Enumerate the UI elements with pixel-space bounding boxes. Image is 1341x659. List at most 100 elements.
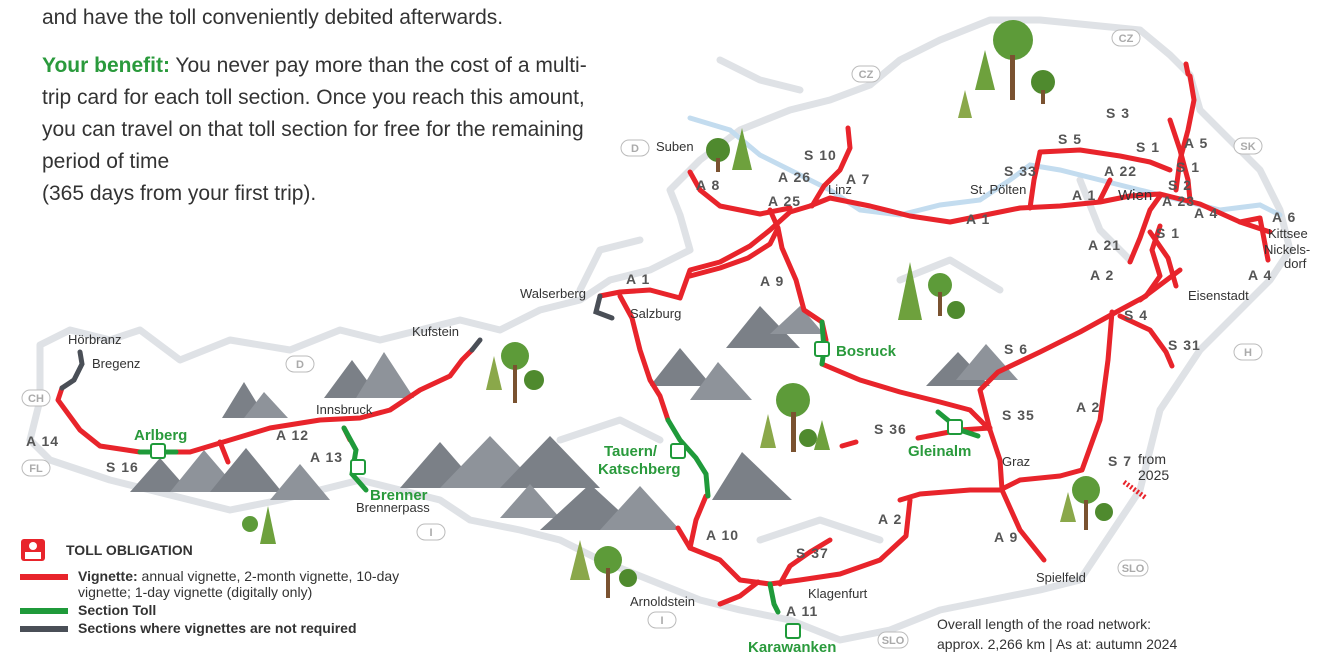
- svg-text:CH: CH: [28, 393, 44, 405]
- city-label: Innsbruck: [316, 402, 373, 417]
- toll-section-label: Brenner: [370, 487, 428, 504]
- country-badge-d2: D: [285, 355, 315, 373]
- road-label: S 6: [1004, 341, 1028, 357]
- legend-title-text: TOLL OBLIGATION: [66, 542, 193, 558]
- road-label: A 1: [966, 211, 990, 227]
- road-label: A 10: [706, 527, 739, 543]
- country-badge-slo2: SLO: [877, 631, 909, 649]
- road-label: A 7: [846, 171, 870, 187]
- country-badge-i1: I: [416, 523, 446, 541]
- toll-section-icons: [150, 341, 963, 639]
- benefit-paragraph: Your benefit: You never pay more than th…: [42, 50, 602, 178]
- benefit-label: Your benefit:: [42, 54, 170, 77]
- road-label: A 4: [1194, 205, 1218, 221]
- country-badge-slo1: SLO: [1117, 559, 1149, 577]
- city-label: Linz: [828, 182, 852, 197]
- road-labels: A 1 A 1 A 1 A 2 A 2 A 2 A 4 A 4 A 5 A 6 …: [26, 105, 1295, 619]
- svg-text:I: I: [660, 615, 663, 627]
- benefit-text: You never pay more than the cost of a mu…: [42, 54, 587, 173]
- legend-title: TOLL OBLIGATION: [20, 538, 448, 562]
- city-label: Salzburg: [630, 306, 681, 321]
- svg-text:SLO: SLO: [1122, 563, 1145, 575]
- road-label: A 14: [26, 433, 59, 449]
- city-label: Spielfeld: [1036, 570, 1086, 585]
- svg-text:SK: SK: [1240, 141, 1255, 153]
- toll-section-label: Tauern/: [604, 443, 658, 460]
- svg-text:H: H: [1244, 347, 1252, 359]
- legend-no-vignette-text: Sections where vignettes are not require…: [78, 620, 357, 636]
- country-badge-i2: I: [647, 611, 677, 629]
- road-label: S 16: [106, 459, 139, 475]
- road-label: S 10: [804, 147, 837, 163]
- road-label: A 2: [878, 511, 902, 527]
- svg-text:FL: FL: [29, 463, 43, 475]
- road-label: A 9: [994, 529, 1018, 545]
- road-label: A 21: [1088, 237, 1121, 253]
- city-labels: Suben Linz St. Pölten Wien Kittsee Nicke…: [68, 139, 1310, 609]
- road-label: S 1: [1176, 159, 1200, 175]
- no-vignette-roads: [59, 293, 615, 391]
- city-label: Suben: [656, 139, 694, 154]
- s7-future-road: [1122, 479, 1148, 501]
- road-label: A 4: [1248, 267, 1272, 283]
- road-label: A 22: [1104, 163, 1137, 179]
- legend-row-no-vignette: Sections where vignettes are not require…: [20, 620, 448, 636]
- toll-section-label: Bosruck: [836, 343, 897, 360]
- city-label: Wien: [1118, 187, 1152, 204]
- toll-section-label: Katschberg: [598, 461, 681, 478]
- road-label: S 4: [1124, 307, 1148, 323]
- road-label: A 25: [768, 193, 801, 209]
- city-label: Brennerpass: [356, 500, 430, 515]
- footer-line: approx. 2,266 km | As at: autumn 2024: [937, 636, 1178, 652]
- city-label: Nickels-: [1264, 242, 1310, 257]
- city-label: Kufstein: [412, 324, 459, 339]
- country-badge-fl: FL: [21, 459, 51, 477]
- intro-text: and have the toll conveniently debited a…: [42, 2, 602, 210]
- road-label: A 13: [310, 449, 343, 465]
- road-label: A 2: [1090, 267, 1114, 283]
- svg-text:CZ: CZ: [859, 69, 874, 81]
- legend: TOLL OBLIGATION Vignette: annual vignett…: [20, 538, 448, 638]
- road-label: S 5: [1058, 131, 1082, 147]
- road-label: A 5: [1184, 135, 1208, 151]
- toll-section-label: Arlberg: [134, 427, 187, 444]
- road-label: A 9: [760, 273, 784, 289]
- toll-section-labels: Arlberg Brenner Tauern/ Katschberg Bosru…: [134, 343, 971, 656]
- road-label: S 3: [1106, 105, 1130, 121]
- city-label: St. Pölten: [970, 182, 1026, 197]
- country-badge-sk: SK: [1233, 137, 1263, 155]
- city-label: Klagenfurt: [808, 586, 868, 601]
- city-label: 2025: [1138, 467, 1169, 483]
- country-codes: CZ CZ SK H SLO SLO I I D D CH FL: [21, 29, 1263, 649]
- city-label: Graz: [1002, 454, 1030, 469]
- city-label: Kittsee: [1268, 226, 1308, 241]
- city-label: Eisenstadt: [1188, 288, 1249, 303]
- toll-section-label: Gleinalm: [908, 443, 971, 460]
- road-label: A 23: [1162, 193, 1195, 209]
- footer-line: Overall length of the road network:: [937, 616, 1152, 632]
- borders: [26, 16, 1294, 644]
- no-vignette-swatch: [20, 626, 68, 632]
- road-label: S 2: [1168, 177, 1192, 193]
- city-label: Hörbranz: [68, 332, 121, 347]
- svg-text:CZ: CZ: [1119, 33, 1134, 45]
- road-label: A 12: [276, 427, 309, 443]
- network-length-note: Overall length of the road network: appr…: [937, 614, 1177, 654]
- legend-row-section-toll: Section Toll: [20, 602, 448, 618]
- svg-text:I: I: [429, 527, 432, 539]
- toll-section-label: Karawanken: [748, 639, 836, 656]
- legend-section-toll-text: Section Toll: [78, 602, 157, 618]
- city-label: dorf: [1284, 256, 1307, 271]
- road-label: S 1: [1136, 139, 1160, 155]
- road-label: A 2: [1076, 399, 1100, 415]
- city-label: from: [1138, 451, 1166, 467]
- trees: [242, 20, 1113, 598]
- road-label: A 26: [778, 169, 811, 185]
- city-label: Arnoldstein: [630, 594, 695, 609]
- vignette-swatch: [20, 574, 68, 580]
- road-label: S 33: [1004, 163, 1037, 179]
- road-label: S 31: [1168, 337, 1201, 353]
- road-label: S 36: [874, 421, 907, 437]
- country-badge-d1: D: [620, 139, 650, 157]
